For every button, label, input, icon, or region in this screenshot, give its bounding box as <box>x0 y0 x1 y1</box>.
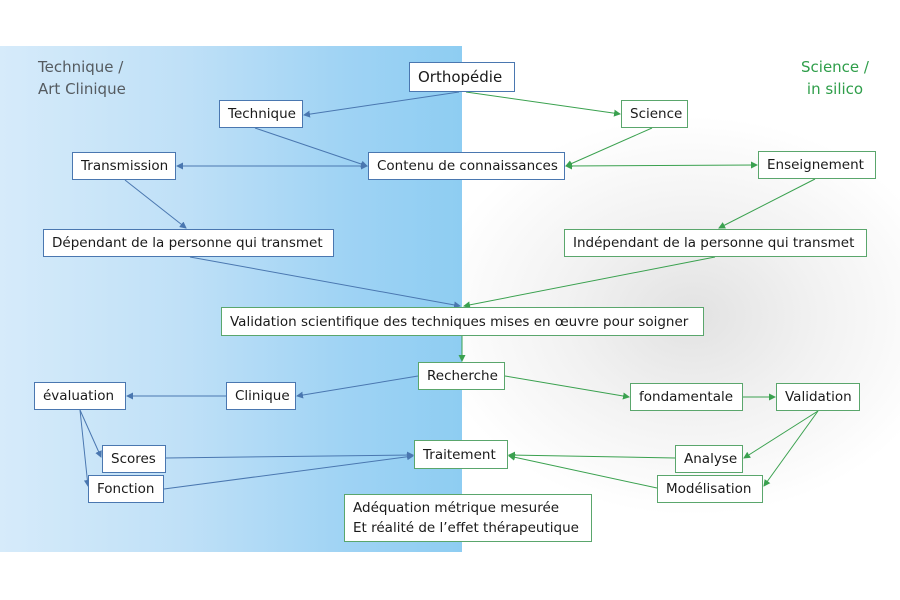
arrow-evaluation-to-scores <box>79 409 102 458</box>
arrow-orthopedie-to-science <box>465 91 621 117</box>
node-dependant: Dépendant de la personne qui transmet <box>43 229 334 257</box>
node-label: Analyse <box>684 451 738 467</box>
arrow-validation-to-modelisation <box>763 410 819 487</box>
node-enseignement: Enseignement <box>758 151 876 179</box>
right-title-line-1: Science / <box>801 58 869 76</box>
node-transmission: Transmission <box>72 152 176 180</box>
arrow-scores-to-traitement <box>165 451 414 459</box>
left-section-title: Technique / Art Clinique <box>38 56 126 100</box>
node-label: Enseignement <box>767 157 864 173</box>
arrow-contenu-to-enseignement <box>565 161 758 169</box>
arrow-independant-to-validation_sci <box>463 256 716 309</box>
node-validation: Validation <box>776 383 860 411</box>
arrow-technique-to-contenu <box>254 127 368 168</box>
node-independant: Indépendant de la personne qui transmet <box>564 229 867 257</box>
node-label: Dépendant de la personne qui transmet <box>52 235 323 251</box>
left-title-line-2: Art Clinique <box>38 80 126 98</box>
node-label: Validation scientifique des techniques m… <box>230 313 689 330</box>
node-label: Modélisation <box>666 481 752 497</box>
node-label: Clinique <box>235 388 290 404</box>
node-fonction: Fonction <box>88 475 164 503</box>
node-label: Indépendant de la personne qui transmet <box>573 235 855 251</box>
node-orthopedie: Orthopédie <box>409 62 515 92</box>
node-fondamentale: fondamentale <box>630 383 743 411</box>
arrow-transmission-to-dependant <box>124 179 187 229</box>
node-label: Orthopédie <box>418 68 503 86</box>
arrow-analyse-to-traitement <box>508 451 676 459</box>
node-label: Science <box>630 106 683 122</box>
arrow-science-to-contenu <box>565 127 653 167</box>
technique-panel-background <box>0 46 462 552</box>
arrow-fonction-to-traitement <box>163 453 414 490</box>
node-label: Fonction <box>97 481 155 497</box>
node-label: Validation <box>785 389 852 405</box>
node-label-line-2: Et réalité de l’effet thérapeutique <box>353 520 579 536</box>
arrow-enseignement-to-independant <box>718 178 816 229</box>
arrow-orthopedie-to-technique <box>303 91 460 118</box>
node-clinique: Clinique <box>226 382 296 410</box>
node-scores: Scores <box>102 445 166 473</box>
node-analyse: Analyse <box>675 445 743 473</box>
node-label: Transmission <box>81 158 169 174</box>
node-contenu-de-connaissances: Contenu de connaissances <box>368 152 565 180</box>
node-evaluation: évaluation <box>34 382 126 410</box>
node-label: évaluation <box>43 388 115 404</box>
node-label-line-1: Adéquation métrique mesurée <box>353 500 560 516</box>
node-modelisation: Modélisation <box>657 475 763 503</box>
left-title-line-1: Technique / <box>38 58 124 76</box>
right-section-title: Science / in silico <box>790 56 880 100</box>
arrow-dependant-to-validation_sci <box>189 256 461 309</box>
arrow-evaluation-to-fonction <box>79 409 91 487</box>
node-label: Recherche <box>427 368 498 384</box>
node-validation-scientifique: Validation scientifique des techniques m… <box>221 307 704 336</box>
arrow-modelisation-to-traitement <box>508 453 658 489</box>
arrow-validation-to-analyse <box>743 410 819 459</box>
node-recherche: Recherche <box>418 362 505 390</box>
right-title-line-2: in silico <box>806 80 864 98</box>
arrow-recherche-to-clinique <box>296 375 419 399</box>
node-label: Technique <box>228 106 296 122</box>
node-label: fondamentale <box>639 389 734 405</box>
node-adequation: Adéquation métrique mesurée Et réalité d… <box>344 494 592 542</box>
node-label: Contenu de connaissances <box>377 158 558 174</box>
node-label: Scores <box>111 451 156 467</box>
arrow-recherche-to-fondamentale <box>504 375 630 400</box>
node-traitement: Traitement <box>414 440 508 469</box>
node-technique: Technique <box>219 100 303 128</box>
node-science: Science <box>621 100 688 128</box>
node-label: Traitement <box>423 446 496 463</box>
